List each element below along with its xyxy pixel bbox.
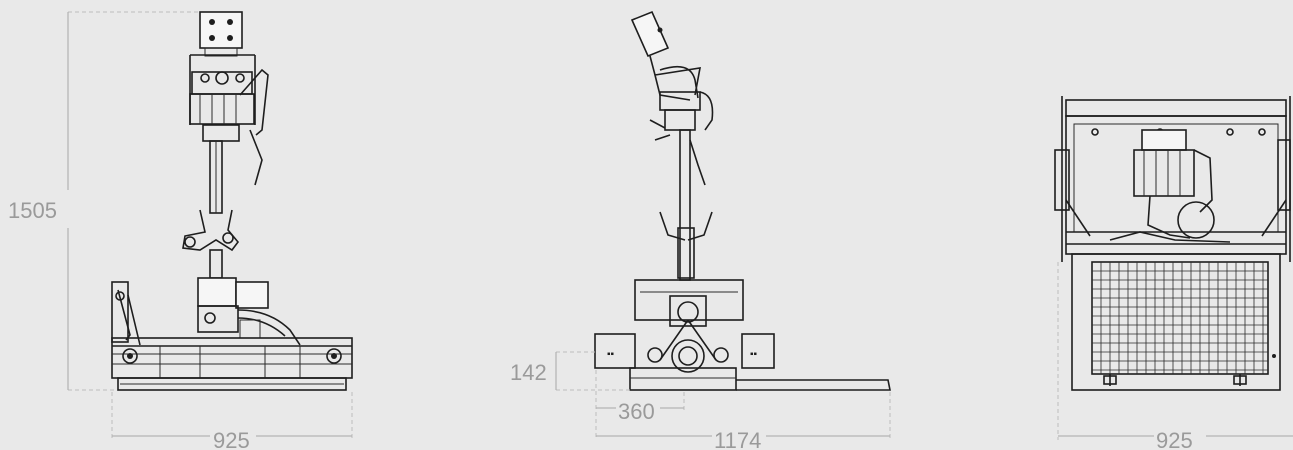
base-frame xyxy=(111,337,353,391)
width-dimension: 925 xyxy=(111,392,353,450)
length-label: 1174 xyxy=(714,428,761,450)
svg-text:▪▪: ▪▪ xyxy=(750,349,758,360)
side-panels: ▪▪ ▪▪ xyxy=(594,333,775,369)
control-box-tilted xyxy=(630,10,714,186)
valve-assembly xyxy=(189,54,269,186)
side-dimensions: 142 360 1174 xyxy=(510,351,891,450)
side-base xyxy=(629,367,891,391)
side-housing xyxy=(634,279,744,373)
side-column xyxy=(659,129,713,281)
column xyxy=(182,140,240,279)
top-engine xyxy=(1109,129,1231,243)
lifting-arm xyxy=(111,281,141,346)
width-label: 925 xyxy=(213,428,250,450)
top-view: 925 xyxy=(1054,96,1293,450)
low-height-label: 142 xyxy=(510,360,547,385)
control-box xyxy=(199,11,243,57)
engine-block xyxy=(197,277,301,346)
height-dimension: 1505 xyxy=(8,11,205,391)
height-label: 1505 xyxy=(8,198,57,223)
offset-label: 360 xyxy=(618,399,655,424)
svg-text:▪▪: ▪▪ xyxy=(607,349,615,360)
side-view: ▪▪ ▪▪ 142 360 1174 xyxy=(510,10,891,450)
top-width-label: 925 xyxy=(1156,428,1193,450)
mesh-grid xyxy=(1092,262,1268,374)
mesh-basket xyxy=(1071,253,1281,391)
top-width-dimension: 925 xyxy=(1057,262,1293,450)
front-view: 1505 xyxy=(8,11,353,450)
top-frame xyxy=(1054,96,1291,262)
